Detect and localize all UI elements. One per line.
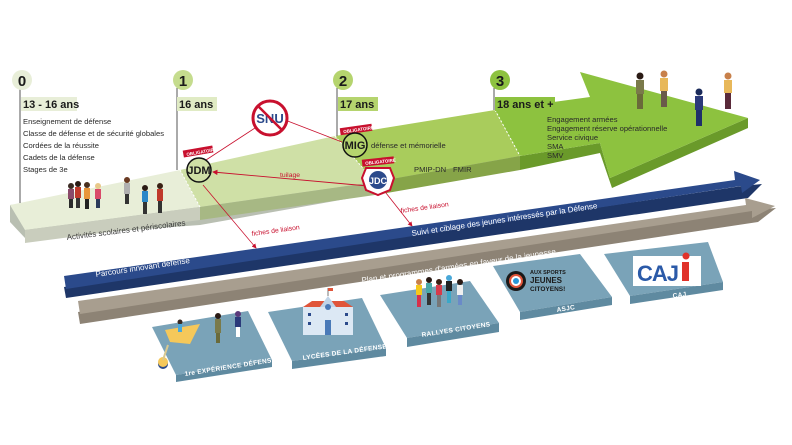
obligatoire-tag (182, 145, 214, 158)
card-rallyes-citoyens[interactable]: RALLYES CITOYENS (380, 275, 499, 347)
taupe-band-side (78, 208, 776, 324)
platform-step1-front (200, 182, 375, 220)
platform-step2-front (375, 156, 520, 195)
step-0-age-bg (21, 97, 77, 111)
step-3-item: SMA (547, 142, 564, 151)
snu-to-jdm-link (205, 127, 256, 161)
platform-step0 (10, 170, 200, 230)
step-3-item: Service civique (547, 133, 598, 142)
fiches-label-2: fiches de liaison (400, 201, 449, 215)
platform-step0-front (25, 207, 200, 243)
step-0-item: Classe de défense et de sécurité globale… (23, 129, 164, 138)
step-3-number: 3 (496, 73, 504, 90)
blue-band-side (64, 184, 762, 298)
person-icon (142, 185, 148, 214)
blue-band-top (64, 171, 760, 289)
person-icon (95, 183, 101, 208)
step-3-item: Engagement réserve opérationnelle (547, 124, 667, 133)
step-0: 0 13 - 16 ans Enseignement de défense Cl… (12, 70, 164, 203)
asjc-logo: AUX SPORTS JEUNES CITOYENS! (506, 270, 566, 293)
step-2-number: 2 (339, 73, 347, 90)
adults-illustration (636, 70, 732, 126)
step-0-item: Stages de 3e (23, 165, 68, 174)
card-lycees-defense[interactable]: LYCÉES DE LA DÉFENSE (268, 288, 388, 369)
mig-badge[interactable]: OBLIGATOIRE MIG défense et mémorielle (339, 123, 446, 158)
step-0-item: Enseignement de défense (23, 117, 111, 126)
caj-logo: CAJ (633, 252, 701, 286)
card-label: CAJ (672, 291, 687, 300)
step-3-age: 18 ans et + (497, 99, 554, 111)
step-1: 1 16 ans (173, 70, 217, 170)
step3-arrow-side (520, 118, 748, 188)
step3-arrow-top (495, 72, 748, 178)
mig-label: MIG (345, 140, 366, 152)
step-2-circle (333, 70, 353, 90)
step-0-number: 0 (18, 73, 26, 90)
step-1-circle (173, 70, 193, 90)
step-0-age: 13 - 16 ans (23, 99, 79, 111)
step-0-circle (12, 70, 32, 90)
step-1-age: 16 ans (179, 99, 213, 111)
fmir-label: FMIR (453, 165, 472, 174)
people-experience-icon (158, 311, 241, 369)
students-illustration (68, 177, 163, 214)
group-people-icon (416, 275, 463, 307)
jdm-badge[interactable]: OBLIGATOIRE JDM (182, 145, 218, 183)
step-3: 3 18 ans et + Engagement armées Engageme… (490, 70, 667, 160)
person-icon (84, 182, 90, 209)
step-0-item: Cordées de la réussite (23, 141, 99, 150)
platform-step1 (180, 136, 375, 207)
person-icon (157, 183, 163, 213)
step-1-number: 1 (179, 73, 187, 90)
taupe-band-top (78, 198, 775, 314)
step-0-item: Cadets de la défense (23, 153, 95, 162)
jdm-fiches-link (202, 184, 257, 249)
asjc-logo-line: JEUNES (530, 276, 563, 285)
snu-to-mig-link (284, 119, 343, 143)
soldier-icon (636, 72, 644, 109)
fiches-label-1: fiches de liaison (251, 224, 300, 238)
tuilage-label: tuilage (280, 172, 300, 179)
card-caj[interactable]: CAJ CAJ (604, 242, 723, 304)
card-experience-defense[interactable]: 1re EXPÉRIENCE DÉFENSE (152, 311, 277, 382)
step3-arrow (495, 72, 748, 188)
obligatoire-label: OBLIGATOIRE (186, 147, 217, 157)
person-icon (75, 181, 81, 208)
snu-badge[interactable]: SNU (251, 99, 289, 137)
obligatoire-tag (339, 123, 373, 136)
jdc-label: JDC (369, 176, 388, 186)
caj-logo-text: CAJ (637, 261, 678, 286)
step-3-circle (490, 70, 510, 90)
step-3-item: SMV (547, 151, 564, 160)
asjc-logo-line: AUX SPORTS (530, 270, 566, 276)
card-asjc[interactable]: AUX SPORTS JEUNES CITOYENS! ASJC (493, 254, 612, 320)
jdc-fiches-link (385, 192, 413, 227)
separator-3 (494, 109, 521, 157)
step-2: 2 17 ans (333, 70, 378, 136)
step-1-age-bg (177, 97, 217, 111)
jdm-label: JDM (187, 165, 210, 177)
obligatoire-label: OBLIGATOIRE (343, 125, 374, 134)
school-building-icon (303, 288, 353, 335)
person-icon (124, 177, 130, 204)
obligatoire-tag (361, 156, 395, 167)
step-3-age-bg (495, 97, 555, 111)
step-2-age-bg (338, 97, 378, 111)
police-officer-icon (695, 88, 703, 126)
pmip-dn-label: PMIP-DN (414, 165, 446, 174)
person-icon (68, 183, 74, 208)
person-icon (660, 70, 668, 107)
mig-description: défense et mémorielle (371, 141, 446, 150)
jdc-badge[interactable]: OBLIGATOIRE JDC (360, 156, 396, 197)
step-3-item: Engagement armées (547, 115, 618, 124)
strike-icon (257, 105, 283, 131)
obligatoire-label: OBLIGATOIRE (365, 158, 396, 166)
tuilage-link (212, 169, 369, 187)
person-icon (724, 72, 732, 109)
separator-1 (179, 169, 201, 208)
card-label: ASJC (556, 304, 575, 314)
asjc-logo-line: CITOYENS! (530, 286, 565, 293)
step-2-age: 17 ans (340, 99, 374, 111)
